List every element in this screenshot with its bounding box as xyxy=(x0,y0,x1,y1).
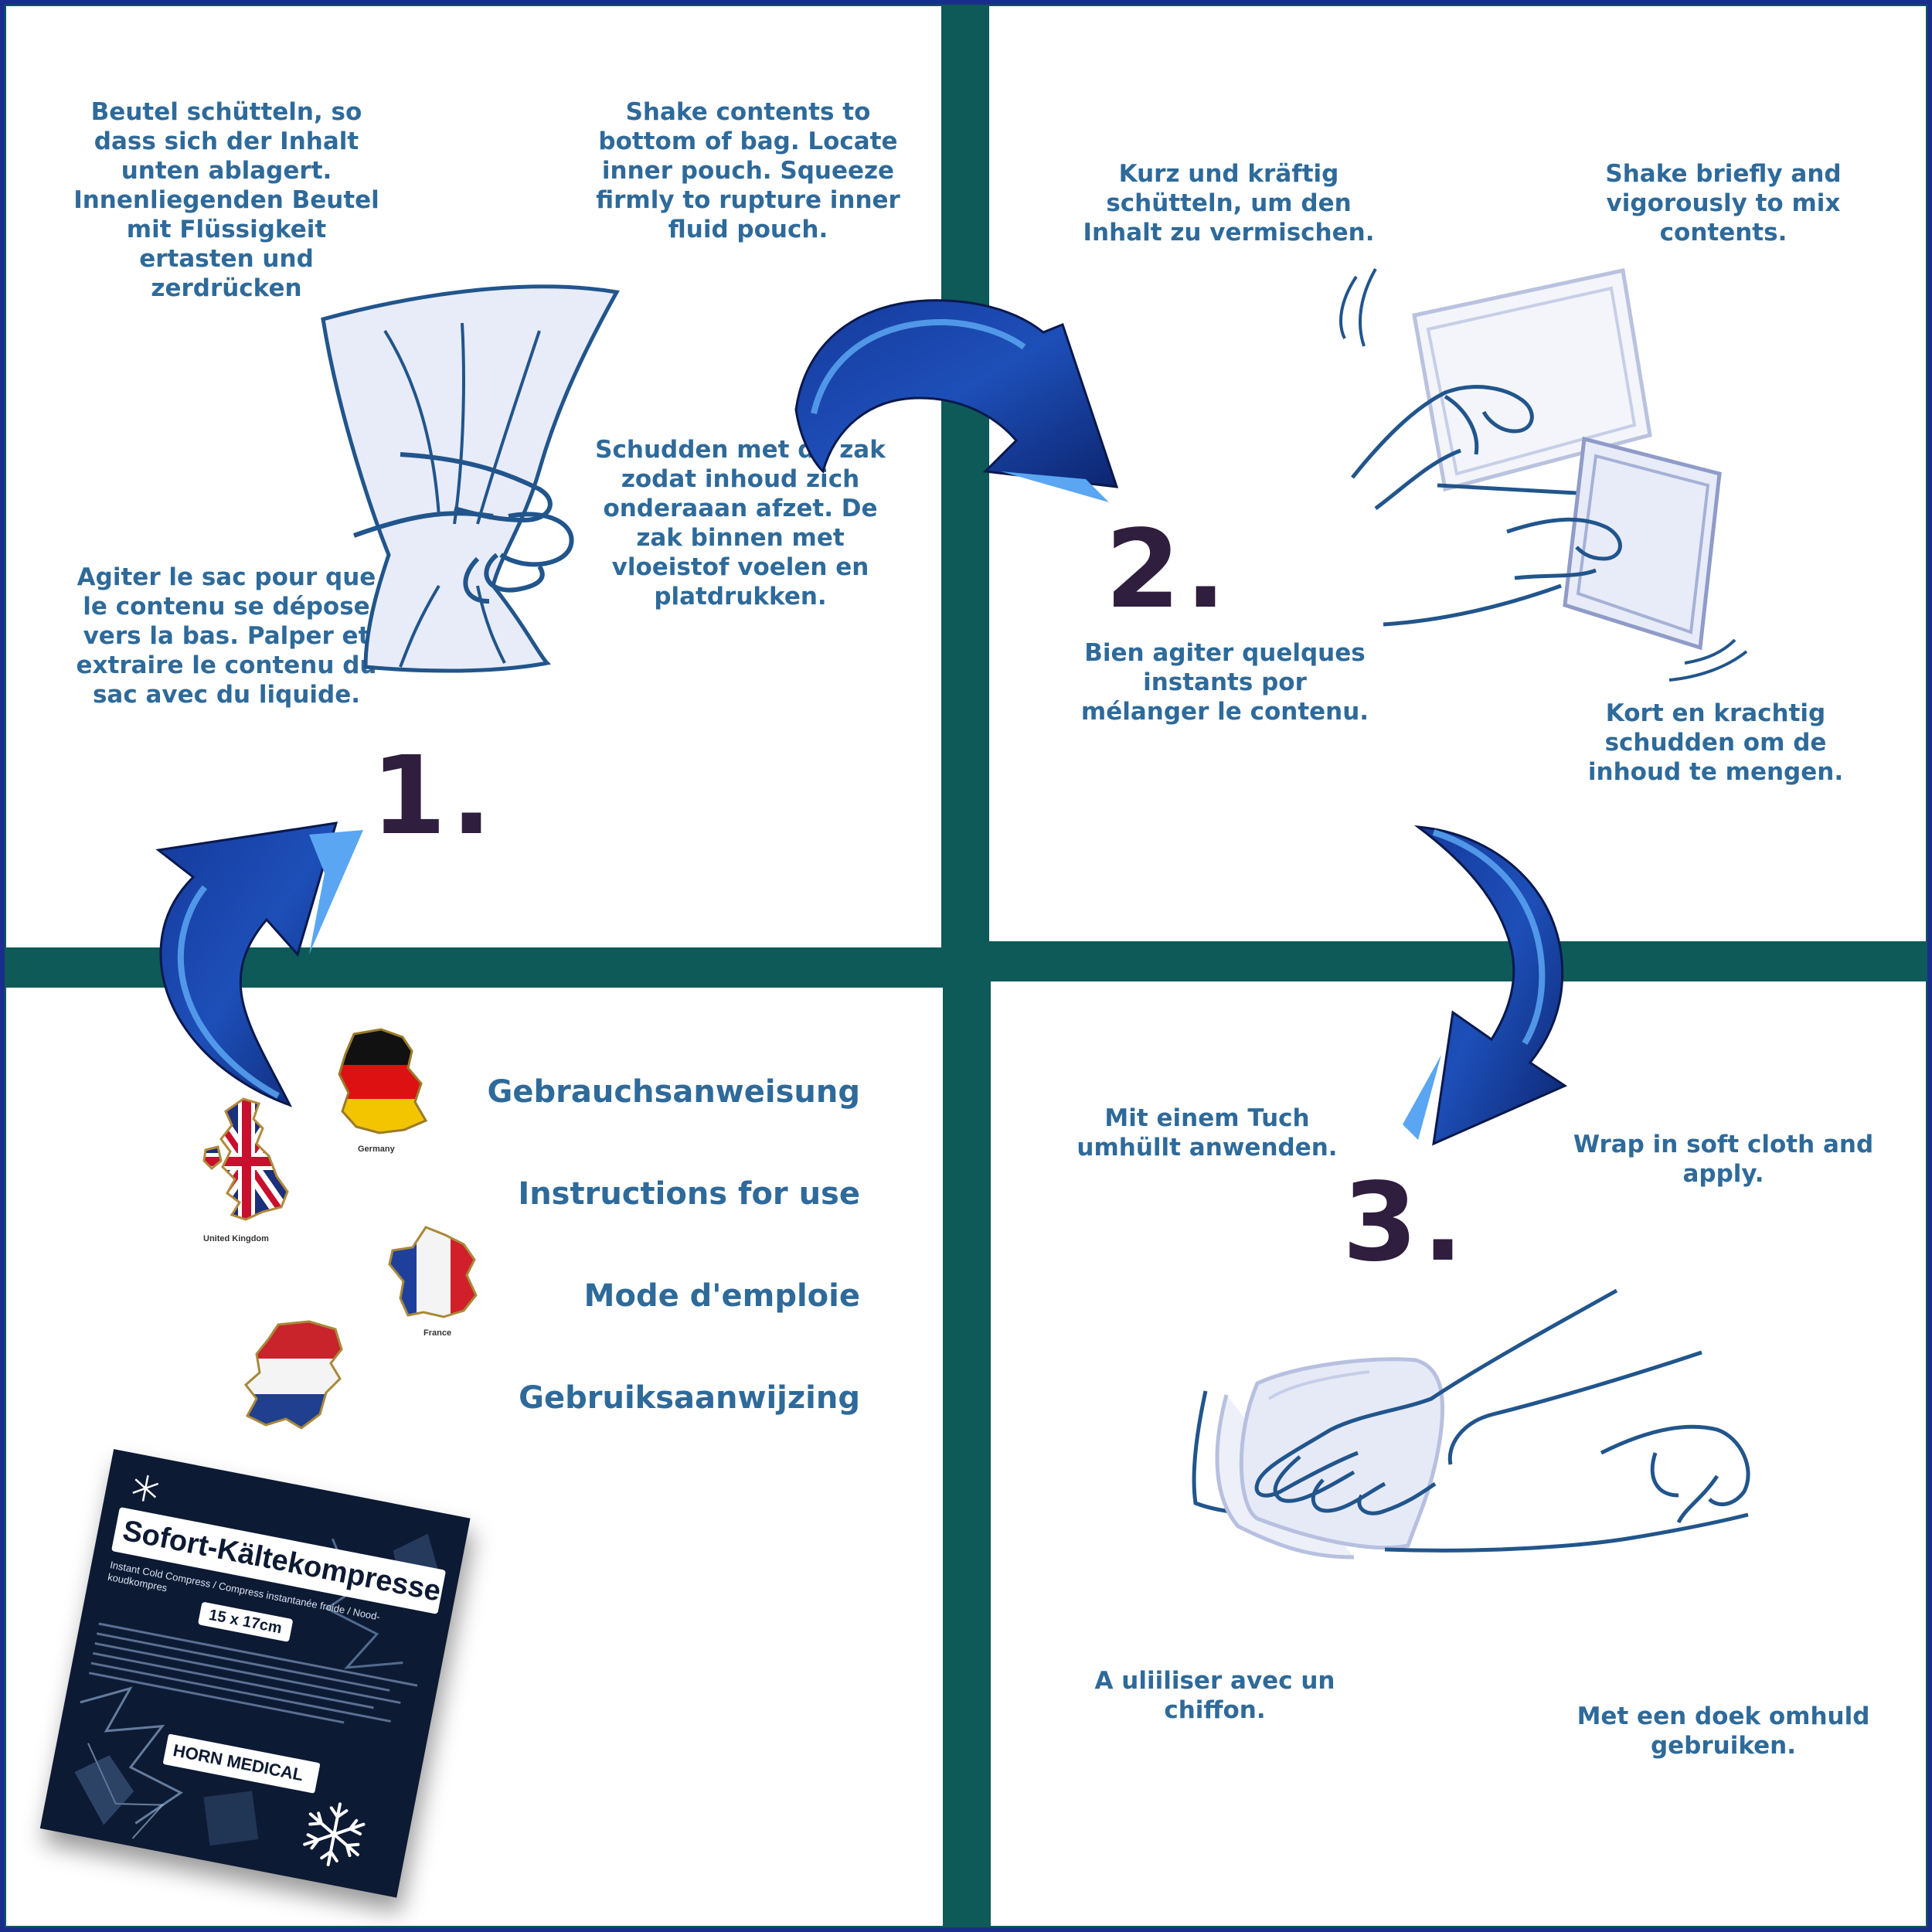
netherlands-flag-map-icon xyxy=(243,1320,343,1430)
squeeze-bag-illustration xyxy=(321,284,620,673)
step-3-text-en: Wrap in soft cloth and apply. xyxy=(1573,1131,1874,1188)
step-1-text-nl: Schudden met de zak zodat inhoud zich on… xyxy=(595,436,886,611)
step-3-number: 3. xyxy=(1342,1160,1468,1286)
germany-caption: Germany xyxy=(358,1145,395,1154)
step-2-text-en: Shake briefly and vigorously to mix cont… xyxy=(1605,160,1842,247)
snowflake-large-icon xyxy=(303,1802,366,1866)
step-1-text-de: Beutel schütteln, so dass sich der Inhal… xyxy=(73,98,379,302)
snowflake-small-icon xyxy=(132,1475,159,1502)
arrow-lang-to-step1 xyxy=(155,821,363,1107)
step-2-text-nl: Kort en krachtig schudden om de inhoud t… xyxy=(1587,699,1844,786)
step-2-text-de: Kurz und kräftig schütteln, um den Inhal… xyxy=(1083,160,1375,247)
package-body: Sofort-Kältekompresse Instant Cold Compr… xyxy=(39,1449,471,1898)
heading-fr: Mode d'emploie xyxy=(583,1278,860,1314)
step-3-panel: Mit einem Tuch umhüllt anwenden. Wrap in… xyxy=(991,981,1926,1926)
france-caption: France xyxy=(423,1328,452,1338)
step-2-text-fr: Bien agiter quelques instants por mélang… xyxy=(1080,639,1369,726)
heading-nl: Gebruiksaanwijzing xyxy=(519,1380,860,1416)
step-1-panel: Beutel schütteln, so dass sich der Inhal… xyxy=(6,6,941,947)
uk-flag-map-icon xyxy=(202,1097,289,1221)
step-3-text-fr: A uliiliser avec un chiffon. xyxy=(1094,1667,1335,1724)
heading-en: Instructions for use xyxy=(518,1176,860,1212)
step-1-number: 1. xyxy=(371,733,497,859)
applying-compress-illustration xyxy=(1192,1288,1750,1560)
step-1-text-fr: Agiter le sac pour que le contenu se dép… xyxy=(76,563,377,709)
step-2-panel: Kurz und kräftig schütteln, um den Inhal… xyxy=(989,6,1926,941)
heading-de: Gebrauchsanweisung xyxy=(487,1074,860,1110)
language-headings: Gebrauchsanweisung Instructions for use … xyxy=(439,1073,860,1475)
france-flag-map-icon xyxy=(388,1226,478,1318)
step-3-text-de: Mit einem Tuch umhüllt anwenden. xyxy=(1077,1104,1338,1162)
step-2-number: 2. xyxy=(1105,507,1231,633)
arrow-step1-to-step2 xyxy=(794,299,1119,502)
arrow-step2-to-step3 xyxy=(1403,825,1568,1146)
step-1-text-en: Shake contents to bottom of bag. Locate … xyxy=(596,98,900,243)
language-panel: Gebrauchsanweisung Instructions for use … xyxy=(6,988,943,1926)
step-3-text-nl: Met een doek omhuld gebruiken. xyxy=(1577,1702,1870,1760)
shaking-hands-illustration xyxy=(1339,268,1748,682)
product-package: Sofort-Kältekompresse Instant Cold Compr… xyxy=(12,1430,519,1926)
uk-caption: United Kingdom xyxy=(203,1234,269,1243)
germany-flag-map-icon xyxy=(338,1028,428,1134)
